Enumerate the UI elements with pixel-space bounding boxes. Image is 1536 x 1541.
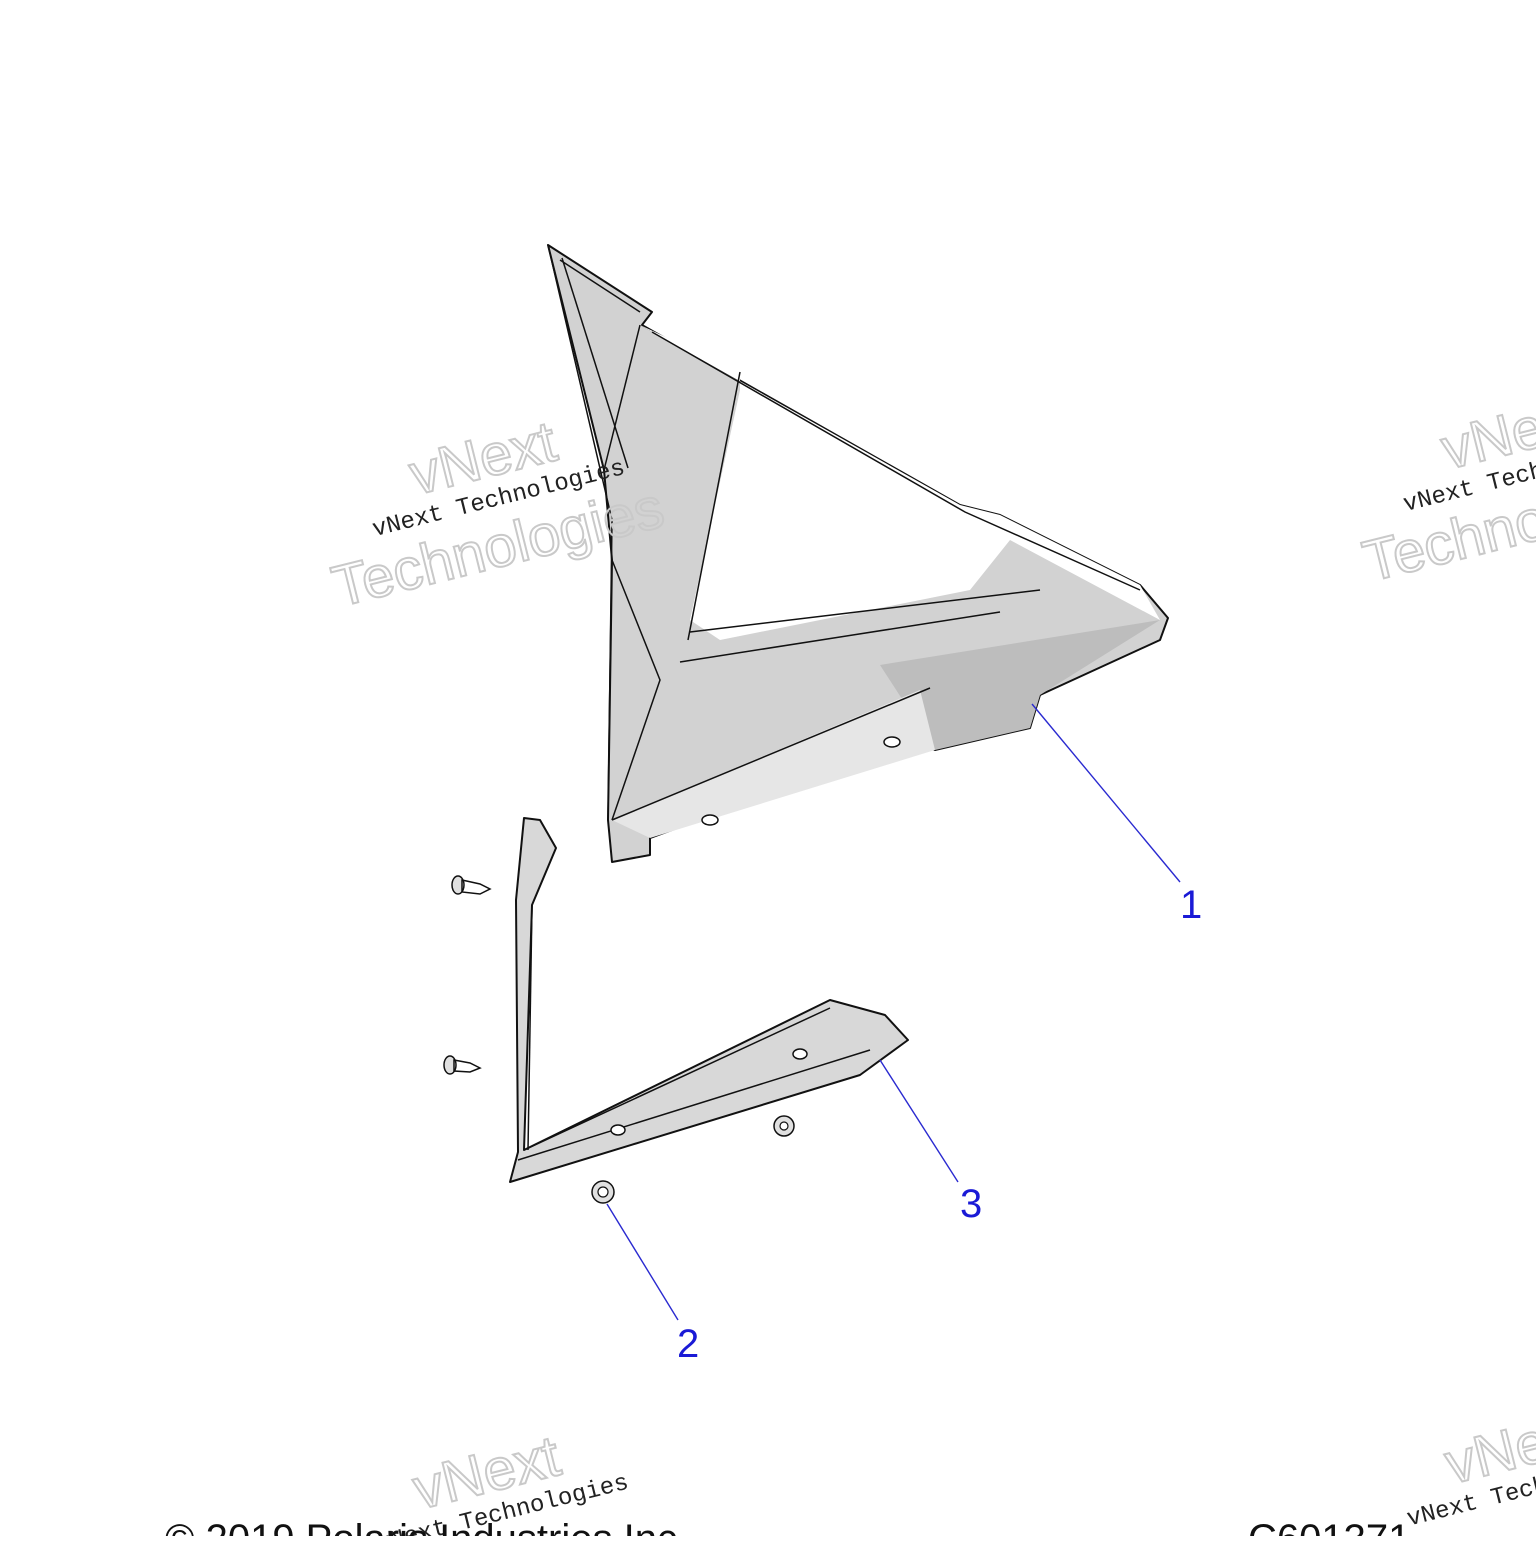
leader-line-1 (1031, 703, 1181, 883)
callout-3: 3 (960, 1182, 982, 1226)
leader-line-3 (879, 1059, 959, 1183)
callout-1: 1 (1180, 883, 1202, 927)
watermark-lower-right: vNext vNext Technologies (1404, 1397, 1536, 1534)
push-rivet-upper (451, 875, 492, 895)
copyright-text: © 2019 Polaris Industries Inc. (165, 1517, 688, 1536)
watermark-upper-left: vNext Technologies vNext Technologies (325, 408, 671, 621)
grommet-nut-right (773, 1115, 795, 1137)
lower-trim-bracket (509, 817, 909, 1183)
callout-2: 2 (677, 1322, 699, 1366)
windshield-panel (547, 244, 1169, 863)
leader-line-2 (606, 1203, 679, 1321)
push-rivet-lower (443, 1055, 482, 1075)
watermark-upper-right: vNext Technologies vNext Technologies (1356, 382, 1536, 595)
grommet-nut-left (591, 1180, 615, 1204)
drawing-number: C601371 (1248, 1517, 1410, 1536)
